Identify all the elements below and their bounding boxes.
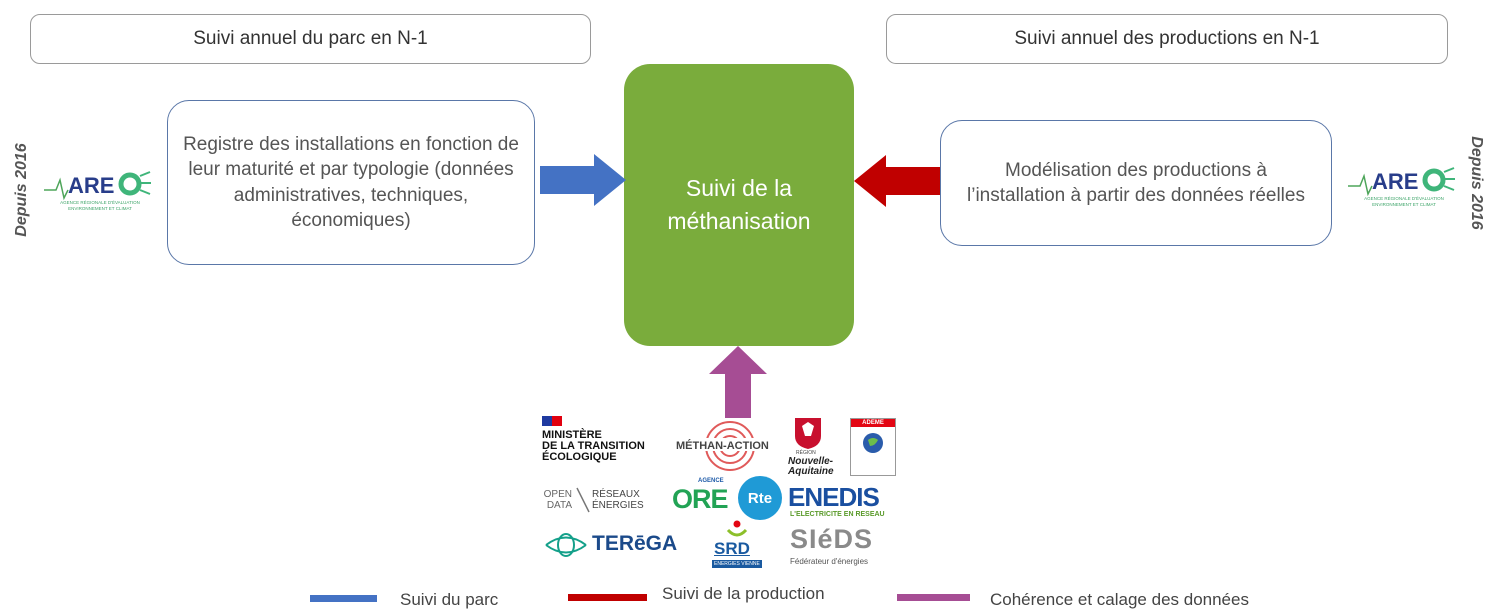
purple-arrow xyxy=(709,346,767,418)
terega-logo: TERēGA xyxy=(544,530,694,560)
ore-text: ORE xyxy=(672,484,729,514)
region-small-text: RÉGION xyxy=(796,450,816,456)
srd-text: SRD xyxy=(714,539,750,558)
enedis-logo: ENEDIS L'ELECTRICITE EN RESEAU xyxy=(786,482,908,520)
ore-small-text: AGENCE xyxy=(698,478,724,484)
legend-swatch-parc xyxy=(310,595,377,602)
arec-sub1-right: AGENCE RÉGIONALE D'ÉVALUATION xyxy=(1364,195,1444,201)
legend-label-production: Suivi de la production xyxy=(662,584,825,603)
rte-logo: Rte xyxy=(738,476,782,520)
ore-logo: AGENCE ORE xyxy=(670,478,734,518)
srd-sub-text: ENERGIES VIENNE xyxy=(712,560,762,568)
header-productions: Suivi annuel des productions en N-1 xyxy=(886,14,1448,64)
open-data-logo: OPEN DATA RÉSEAUX ÉNERGIES xyxy=(542,486,650,516)
srd-logo: SRD ENERGIES VIENNE xyxy=(712,520,762,574)
ministere-line-2: DE LA TRANSITION xyxy=(542,440,645,452)
methanisation-label: Suivi de la méthanisation xyxy=(667,174,811,234)
sieds-sub-text: Fédérateur d'énergies xyxy=(790,557,869,566)
enedis-sub-text: L'ELECTRICITE EN RESEAU xyxy=(790,511,885,518)
arec-sub2-right: ENVIRONNEMENT ET CLIMAT xyxy=(1372,202,1436,207)
header-parc-label: Suivi annuel du parc en N-1 xyxy=(193,28,428,49)
modelisation-text: Modélisation des productions à l’install… xyxy=(967,159,1305,206)
ademe-text: ADEME xyxy=(851,419,895,427)
registre-box: Registre des installations en fonction d… xyxy=(167,100,535,265)
sieds-text: SIéDS xyxy=(790,524,874,554)
methanisation-box: Suivi de la méthanisation xyxy=(624,64,854,346)
open-data-line-2: DATA xyxy=(546,500,572,511)
sieds-logo: SIéDS Fédérateur d'énergies xyxy=(788,524,898,570)
open-data-line-1: OPEN xyxy=(543,489,572,500)
ademe-logo: ADEME xyxy=(850,418,896,476)
arec-sub1-left: AGENCE RÉGIONALE D'ÉVALUATION xyxy=(60,199,140,205)
side-label-right: Depuis 2016 xyxy=(1468,136,1485,230)
terega-text: TERēGA xyxy=(592,532,678,555)
legend-label-coherence: Cohérence et calage des données xyxy=(990,590,1249,609)
header-parc: Suivi annuel du parc en N-1 xyxy=(30,14,591,64)
arec-wordmark-left: ARE xyxy=(68,173,114,198)
legend-swatch-coherence xyxy=(897,594,970,601)
ministere-line-1: MINISTÈRE xyxy=(542,429,602,441)
enedis-text: ENEDIS xyxy=(788,482,880,512)
region-logo: RÉGION Nouvelle- Aquitaine xyxy=(786,416,842,486)
legend-label-parc: Suivi du parc xyxy=(400,590,499,609)
region-line-1: Nouvelle- xyxy=(788,456,834,467)
methan-action-logo: MÉTHAN-ACTION xyxy=(674,421,772,471)
blue-arrow xyxy=(540,154,626,206)
arec-wordmark-right: ARE xyxy=(1372,169,1418,194)
partner-logos: MINISTÈRE DE LA TRANSITION ÉCOLOGIQUE MÉ… xyxy=(538,412,908,577)
methan-action-text: MÉTHAN-ACTION xyxy=(676,439,769,452)
legend-swatch-production xyxy=(568,594,647,601)
reseaux-line-2: ÉNERGIES xyxy=(592,500,644,511)
arec-logo-left: ARE AGENCE RÉGIONALE D'ÉVALUATION ENVIRO… xyxy=(44,171,151,211)
rte-text: Rte xyxy=(747,489,773,507)
header-productions-label: Suivi annuel des productions en N-1 xyxy=(1014,28,1320,49)
region-line-2: Aquitaine xyxy=(788,466,834,477)
registre-text: Registre des installations en fonction d… xyxy=(183,134,519,231)
arec-sub2-left: ENVIRONNEMENT ET CLIMAT xyxy=(68,206,132,211)
reseaux-line-1: RÉSEAUX xyxy=(592,489,640,500)
arec-logo-right: ARE AGENCE RÉGIONALE D'ÉVALUATION ENVIRO… xyxy=(1348,167,1455,207)
modelisation-box: Modélisation des productions à l’install… xyxy=(940,120,1332,246)
red-arrow xyxy=(854,155,940,207)
ministere-logo: MINISTÈRE DE LA TRANSITION ÉCOLOGIQUE xyxy=(542,416,672,471)
side-label-left: Depuis 2016 xyxy=(13,143,30,237)
ministere-line-3: ÉCOLOGIQUE xyxy=(542,451,617,463)
